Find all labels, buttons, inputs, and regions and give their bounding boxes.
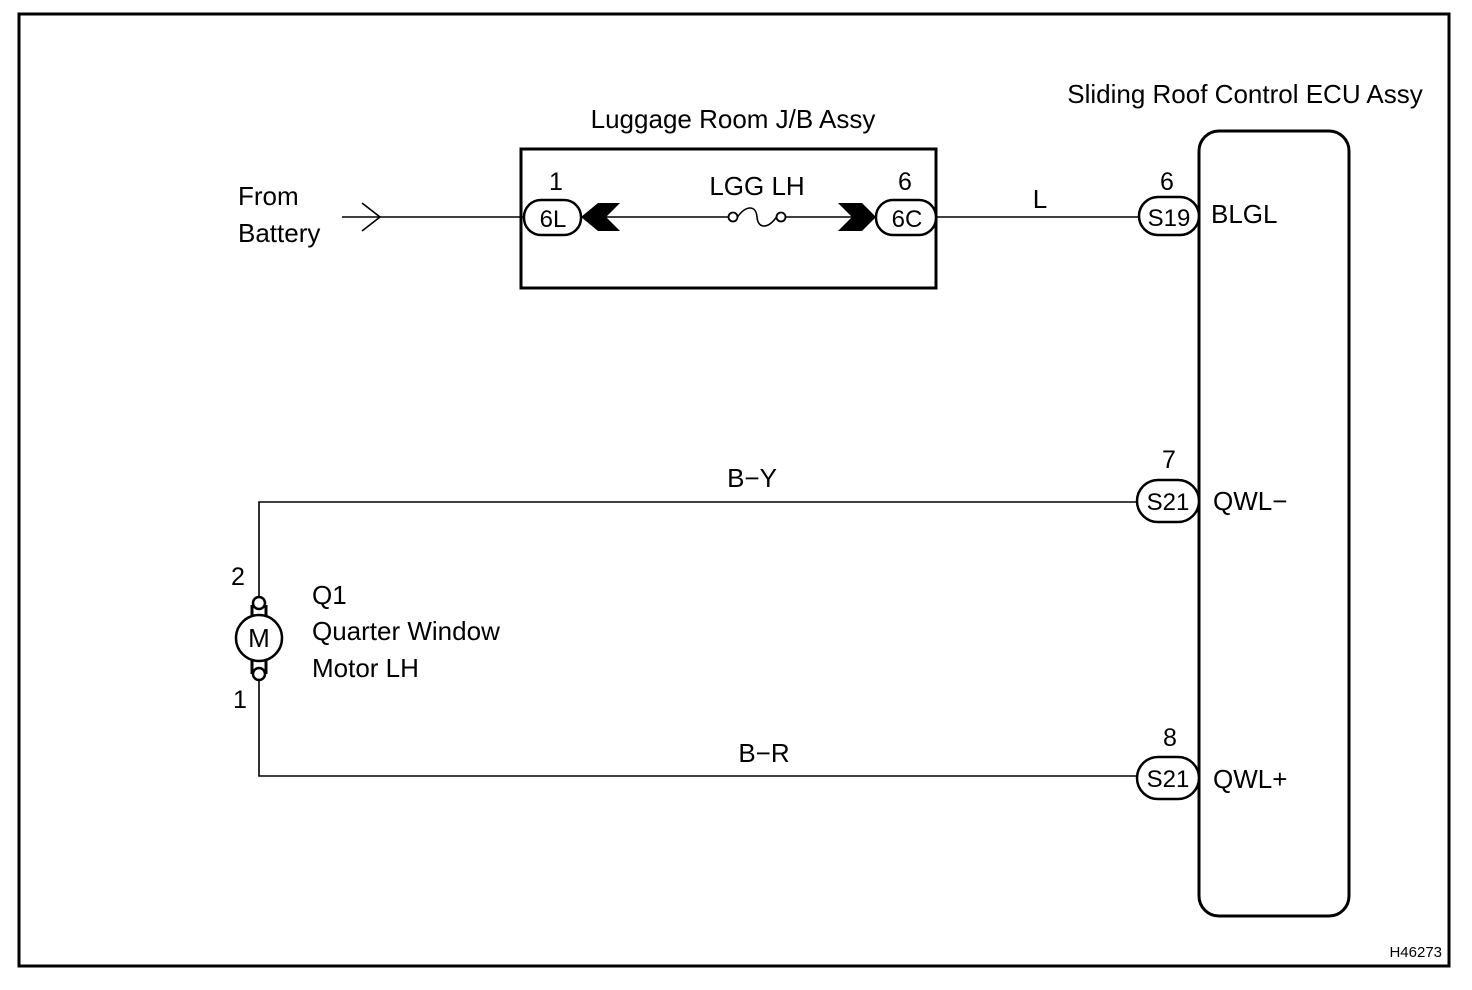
motor-symbol: M: [248, 623, 270, 653]
ecu-pin-number-qwl-plus: 8: [1163, 724, 1177, 752]
jb-left-terminal-marker: [581, 203, 620, 231]
motor-name-line1: Quarter Window: [312, 616, 500, 646]
junction-box-title: Luggage Room J/B Assy: [591, 104, 876, 134]
battery-arrow: [342, 202, 382, 232]
motor-name-line2: Motor LH: [312, 653, 419, 683]
motor-pin-bottom: 1: [233, 686, 247, 714]
jb-left-connector: [522, 198, 583, 237]
jb-right-connector-code: 6C: [892, 206, 923, 233]
source-label-line2: Battery: [238, 218, 320, 248]
ecu-connector-code-s21-minus: S21: [1147, 489, 1190, 516]
ecu-pin-number-qwl-minus: 7: [1162, 446, 1176, 474]
ecu-connector-s21-minus: [1135, 478, 1201, 524]
jb-left-pin-number: 1: [549, 168, 563, 196]
wire-b-r: [258, 679, 1137, 777]
ecu-box: [1197, 129, 1351, 918]
ecu-terminal-name-qwl-plus: QWL+: [1213, 764, 1287, 794]
motor-id: Q1: [312, 580, 347, 610]
fuse-icon: [727, 207, 787, 227]
diagram-frame: [17, 12, 1451, 968]
fuse-label: LGG LH: [709, 171, 804, 201]
ecu-connector-code-s19: S19: [1148, 205, 1191, 232]
ecu-terminal-name-blgl: BLGL: [1211, 199, 1278, 229]
ecu-connector-code-s21-plus: S21: [1147, 766, 1190, 793]
ecu-pin-number-blgl: 6: [1160, 168, 1174, 196]
ecu-connector-s19: [1137, 195, 1201, 237]
jb-right-terminal-marker: [838, 203, 876, 231]
ecu-connector-s21-plus: [1135, 755, 1201, 801]
jb-right-pin-number: 6: [898, 168, 912, 196]
jb-left-connector-code: 6L: [540, 206, 567, 233]
motor-icon: [234, 595, 284, 682]
wire-b-r-label: B−R: [738, 738, 789, 768]
ecu-title: Sliding Roof Control ECU Assy: [1067, 79, 1422, 109]
figure-code: H46273: [1389, 944, 1442, 961]
source-label-line1: From: [238, 181, 299, 211]
wire-l-label: L: [1033, 184, 1047, 214]
ecu-terminal-name-qwl-minus: QWL−: [1213, 486, 1287, 516]
motor-pin-top: 2: [231, 563, 245, 591]
wire-b-y-label: B−Y: [727, 463, 777, 493]
wire-b-y: [258, 501, 1137, 598]
